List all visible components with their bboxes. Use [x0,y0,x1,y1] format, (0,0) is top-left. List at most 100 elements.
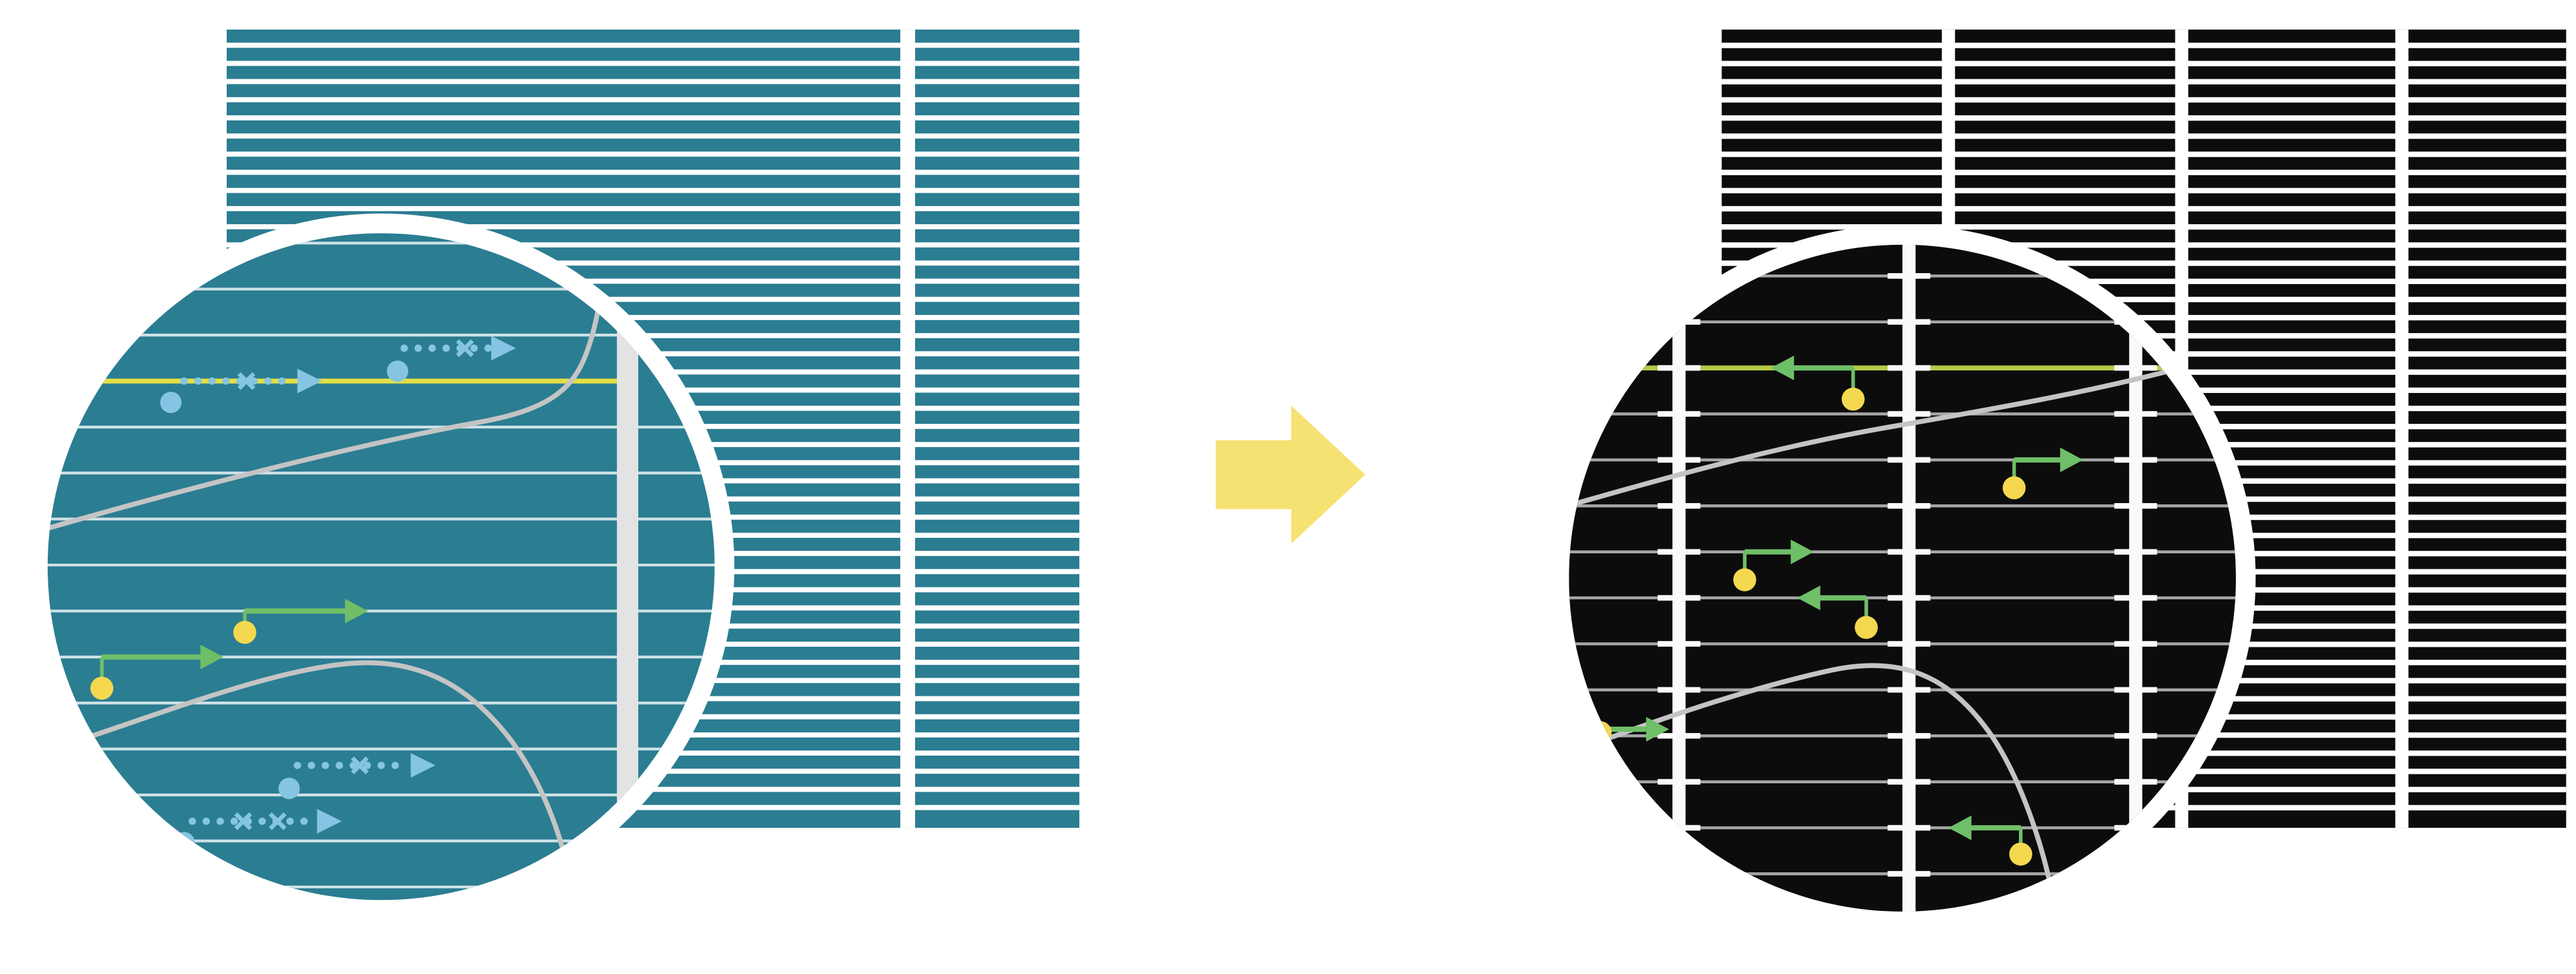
busbar-tick [1657,411,1701,417]
electron-arrow-icon [317,808,342,834]
hole-dot [90,676,114,700]
busbar-tick [2114,549,2157,555]
cell-finger-stripe [227,805,1080,810]
busbar-tick [1657,641,1701,647]
busbar-tick [1888,732,1931,739]
busbar-tick [1888,457,1931,463]
busbar-tick [1888,502,1931,509]
cell-finger-stripe [1721,242,2566,248]
grain-boundary-line [1569,362,2196,515]
cell-finger-stripe [227,79,1080,84]
busbar-tick [2114,732,2157,739]
busbar-tick [1657,871,1701,877]
recombination-x-icon [234,812,252,830]
cell-finger-stripe [227,278,1080,284]
cell-finger-stripe [227,187,1080,193]
busbar-tick [1888,365,1931,371]
busbar-tick [1888,549,1931,555]
electron-dot [160,392,182,414]
grain-boundary-line [47,660,578,901]
cell-finger-stripe [1721,205,2566,212]
busbar-tick [1888,595,1931,601]
busbar-tick [1657,273,1701,279]
cell-finger-stripe [1721,169,2566,175]
cell-finger-stripe [227,169,1080,175]
cell-finger-stripe [227,205,1080,211]
busbar-tick [1888,641,1931,647]
electron-dot [278,778,300,799]
busbar-tick [2114,411,2157,417]
hole-arrow-icon [345,598,368,624]
hole-dot [2009,843,2032,866]
magnifier-content [47,233,715,901]
cell-finger-stripe [1721,314,2566,321]
cell-finger-stripe [1721,61,2566,66]
magnifier-background [47,233,715,901]
cell-finger-stripe [1721,133,2566,139]
hole-dot [1733,568,1757,591]
busbar-tick [1888,319,1931,325]
busbar-tick [2114,779,2157,785]
busbar [1672,244,1686,912]
cell-finger-stripe [227,224,1080,229]
busbar-tick [1657,687,1701,693]
busbar-tick [1657,502,1701,509]
cell-finger-stripe [227,61,1080,66]
busbar-tick [2114,687,2157,693]
right-magnifier-circle [1549,225,2256,931]
hole-arrow-icon [200,644,223,670]
cell-finger-stripe [1721,224,2566,230]
busbar-tick [2114,457,2157,463]
transition-arrow [1215,405,1365,544]
busbar-tick [2114,365,2157,371]
busbar-tick [2114,595,2157,601]
electron-dot [386,360,408,382]
transition-arrow-icon [1215,405,1365,544]
busbar-tick [1888,273,1931,279]
electron-arrow-icon [491,336,516,361]
busbar-tick [1657,595,1701,601]
recombination-x-icon [350,756,369,774]
cell-finger-stripe [1721,79,2566,85]
hole-arrow-icon [1797,585,1821,611]
cell-finger-stripe [227,97,1080,102]
busbar [2129,244,2143,912]
left-magnifier-circle [28,213,735,920]
busbar-tick [1888,825,1931,831]
cell-finger-stripe [1721,278,2566,284]
grain-boundary-line [1569,663,2056,903]
hole-dot [1855,616,1878,639]
busbar-tick [1657,365,1701,371]
cell-finger-stripe [227,43,1080,48]
electron-arrow-icon [410,753,436,778]
recombination-x-icon [456,339,474,358]
busbar [1902,244,1916,912]
cell-finger-stripe [227,333,1080,338]
busbar-tick [1657,732,1701,739]
cell-finger-stripe [1721,187,2566,194]
grain-boundary-line [47,233,611,539]
hole-arrow-icon [1790,539,1814,564]
cell-gap [2395,29,2409,828]
cell-finger-stripe [227,314,1080,320]
cell-finger-stripe [227,151,1080,157]
hole-dot [2002,476,2026,500]
cell-finger-stripe [1721,296,2566,303]
busbar-tick [1888,687,1931,693]
cell-gap [900,29,915,828]
recombination-x-icon [237,372,256,390]
cell-finger-stripe [1721,43,2566,48]
hole-arrow-icon [1646,716,1669,742]
busbar-tick [1888,411,1931,417]
busbar-tick [1657,457,1701,463]
hole-dot [1841,387,1865,411]
hole-arrow-icon [2060,447,2083,473]
cell-finger-stripe [1721,97,2566,103]
hole-arrow-icon [1948,815,1972,841]
cell-finger-stripe [1721,151,2566,157]
recombination-x-icon [269,812,287,830]
busbar-tick [2114,871,2157,877]
busbar-tick [1657,779,1701,785]
